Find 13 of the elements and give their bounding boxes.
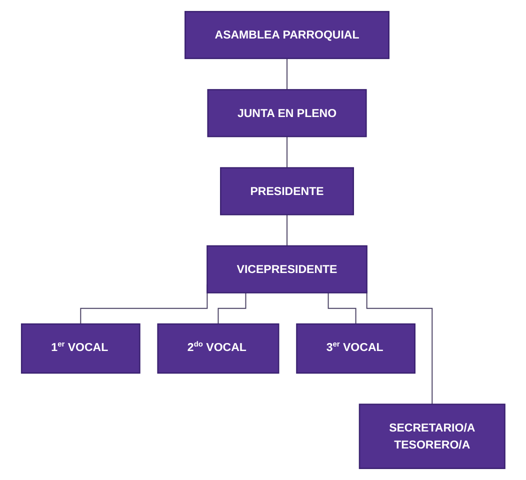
node-box: JUNTA EN PLENO (207, 89, 367, 138)
node-box: VICEPRESIDENTE (206, 245, 368, 294)
node-box: SECRETARIO/A TESORERO/A (358, 404, 506, 470)
connector (218, 292, 246, 324)
node-box: ASAMBLEA PARROQUIAL (184, 10, 390, 60)
node-box: 3$^{er}$ VOCAL (296, 323, 416, 374)
connector (286, 58, 288, 90)
connector (286, 136, 288, 168)
node-box: 1$^{er}$ VOCAL (20, 323, 140, 374)
connector (286, 214, 288, 246)
node-box: PRESIDENTE (220, 167, 354, 216)
node-box: 2$^{do}$ VOCAL (157, 323, 280, 374)
connector (328, 292, 356, 324)
